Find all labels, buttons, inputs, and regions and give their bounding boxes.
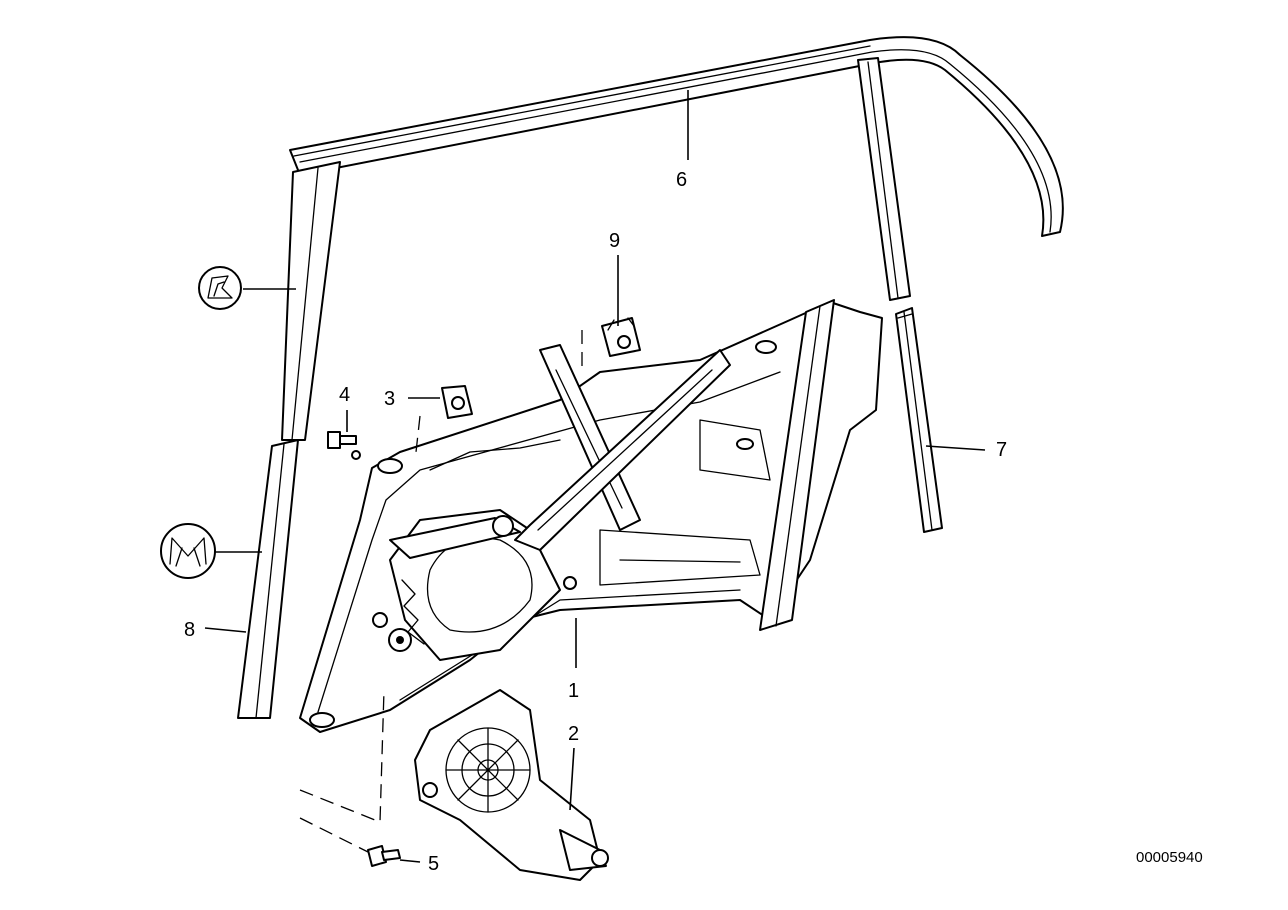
assembly-guide-lines	[299, 330, 583, 853]
left-guide-rail	[237, 439, 299, 719]
callout-5: 5	[428, 853, 439, 875]
clip	[601, 317, 641, 357]
callout-7: 7	[996, 439, 1007, 461]
leader-lines	[204, 90, 986, 863]
screw	[367, 845, 401, 867]
window-regulator	[299, 299, 883, 733]
callout-8: 8	[184, 619, 195, 641]
callout-9: 9	[609, 230, 620, 252]
bolt	[327, 431, 361, 460]
callout-4: 4	[339, 384, 350, 406]
callout-1: 1	[568, 680, 579, 702]
callout-3: 3	[384, 388, 395, 410]
seal-profile-m-icon	[160, 523, 216, 579]
window-motor	[414, 689, 609, 881]
callout-6: 6	[676, 169, 687, 191]
document-number: 00005940	[1136, 849, 1203, 866]
seal-profile-r-icon	[198, 266, 242, 310]
clip-nut	[441, 385, 473, 419]
callout-2: 2	[568, 723, 579, 745]
right-guide-rail	[895, 307, 943, 533]
upper-window-channel	[281, 36, 1064, 441]
callout-labels: 1 2 3 4 5 6 7 8 9	[184, 169, 1007, 875]
